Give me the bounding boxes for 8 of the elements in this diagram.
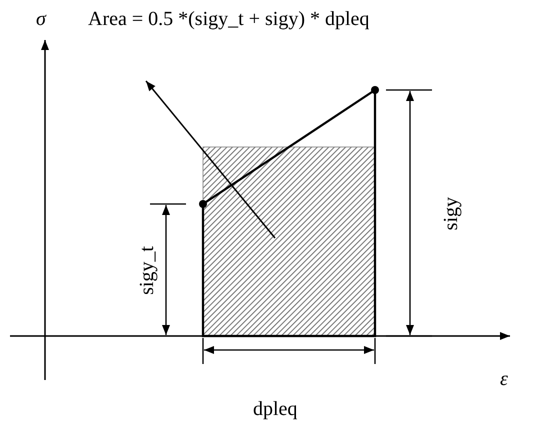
area-formula: Area = 0.5 *(sigy_t + sigy) * dpleq	[88, 8, 370, 30]
axis-label: σ	[36, 8, 46, 30]
hatched-area	[202, 146, 376, 336]
axis-label: ε	[500, 368, 508, 390]
leader-line	[145, 80, 276, 238]
dimension-label: dpleq	[253, 398, 298, 420]
dimension-label: sigy	[440, 196, 462, 230]
dimension-label: sigy_t	[136, 246, 158, 294]
